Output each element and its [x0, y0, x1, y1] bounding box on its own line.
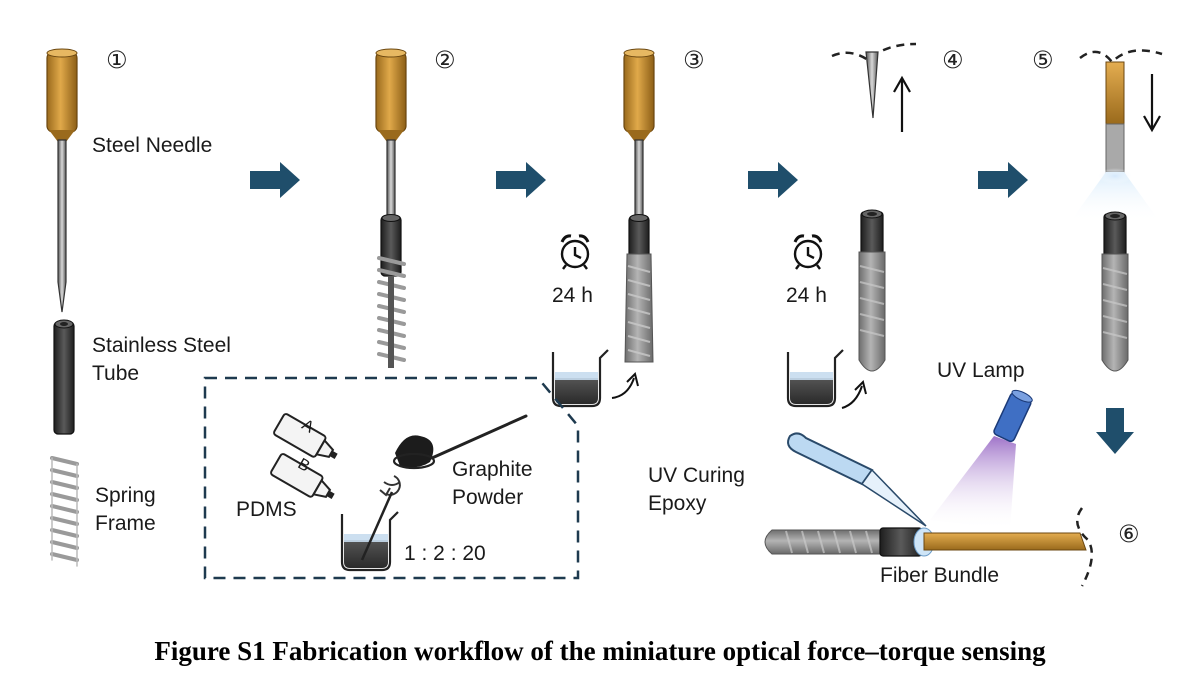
- pull-up-arrow: [893, 75, 911, 132]
- fabrication-workflow-diagram: [46, 42, 1163, 587]
- graphite-spoon-icon: [392, 414, 528, 470]
- mixing-beaker-icon: [340, 491, 399, 572]
- detail-dashed-box: [203, 376, 580, 580]
- bottle-b-icon: [270, 453, 335, 499]
- arrow-1-2: [250, 162, 300, 198]
- step-number-1: ①: [106, 46, 128, 74]
- label-graphite-line1: Graphite: [452, 458, 533, 481]
- fiber-segment: [1105, 61, 1125, 125]
- step-number-2: ②: [434, 46, 456, 74]
- arrow-4-5: [978, 162, 1028, 198]
- fiber-bundle: [923, 532, 1087, 551]
- pdms-mixing-detail: [203, 376, 580, 580]
- step-number-3: ③: [683, 46, 705, 74]
- epoxy-pipette-icon: [787, 432, 927, 527]
- spring-frame: [50, 456, 79, 567]
- alarm-clock-icon: [793, 234, 823, 270]
- label-ratio: 1 : 2 : 20: [404, 542, 486, 565]
- label-uv-epoxy-line2: Epoxy: [648, 492, 707, 515]
- arrow-2-3: [496, 162, 546, 198]
- step1-components: [46, 48, 79, 567]
- label-steel-tube-line2: Tube: [92, 362, 140, 385]
- label-steel-needle: Steel Needle: [92, 134, 213, 157]
- beaker-icon: [551, 349, 639, 408]
- label-uv-lamp: UV Lamp: [937, 359, 1025, 382]
- step6-bonding: [764, 389, 1094, 587]
- beaker-icon: [786, 349, 867, 409]
- step5-fiber-insertion: [1070, 49, 1163, 372]
- label-fiber-bundle: Fiber Bundle: [880, 564, 1000, 587]
- stir-arrow-icon: [379, 475, 401, 497]
- step2-assembly: [375, 48, 407, 368]
- label-time-step4: 24 h: [786, 284, 827, 307]
- push-down-arrow: [1143, 74, 1161, 133]
- uv-lamp-icon: [993, 389, 1033, 443]
- label-steel-tube-line1: Stainless Steel: [92, 334, 231, 357]
- figure-caption: Figure S1 Fabrication workflow of the mi…: [154, 636, 1046, 666]
- arrow-5-6: [1096, 408, 1134, 454]
- needle-shaft: [57, 139, 67, 313]
- needle-handle: [46, 51, 78, 133]
- stainless-steel-tube: [53, 321, 75, 435]
- dashed-boundary: [831, 42, 917, 62]
- bottle-a-icon: [273, 413, 338, 459]
- label-spring-line1: Spring: [95, 484, 156, 507]
- uv-glow: [1070, 172, 1160, 222]
- step4-probe: [831, 42, 917, 372]
- step-number-6: ⑥: [1118, 520, 1140, 548]
- step3-coated-probe: [623, 48, 655, 363]
- step-number-5: ⑤: [1032, 46, 1054, 74]
- alarm-clock-icon: [560, 234, 590, 270]
- label-time-step3: 24 h: [552, 284, 593, 307]
- step-number-4: ④: [942, 46, 964, 74]
- label-spring-line2: Frame: [95, 512, 156, 535]
- process-arrows: [250, 162, 1134, 454]
- arrow-3-4: [748, 162, 798, 198]
- uv-lamp-beam: [930, 436, 1016, 530]
- label-uv-epoxy-line1: UV Curing: [648, 464, 745, 487]
- label-graphite-line2: Powder: [452, 486, 524, 509]
- label-pdms: PDMS: [236, 498, 297, 521]
